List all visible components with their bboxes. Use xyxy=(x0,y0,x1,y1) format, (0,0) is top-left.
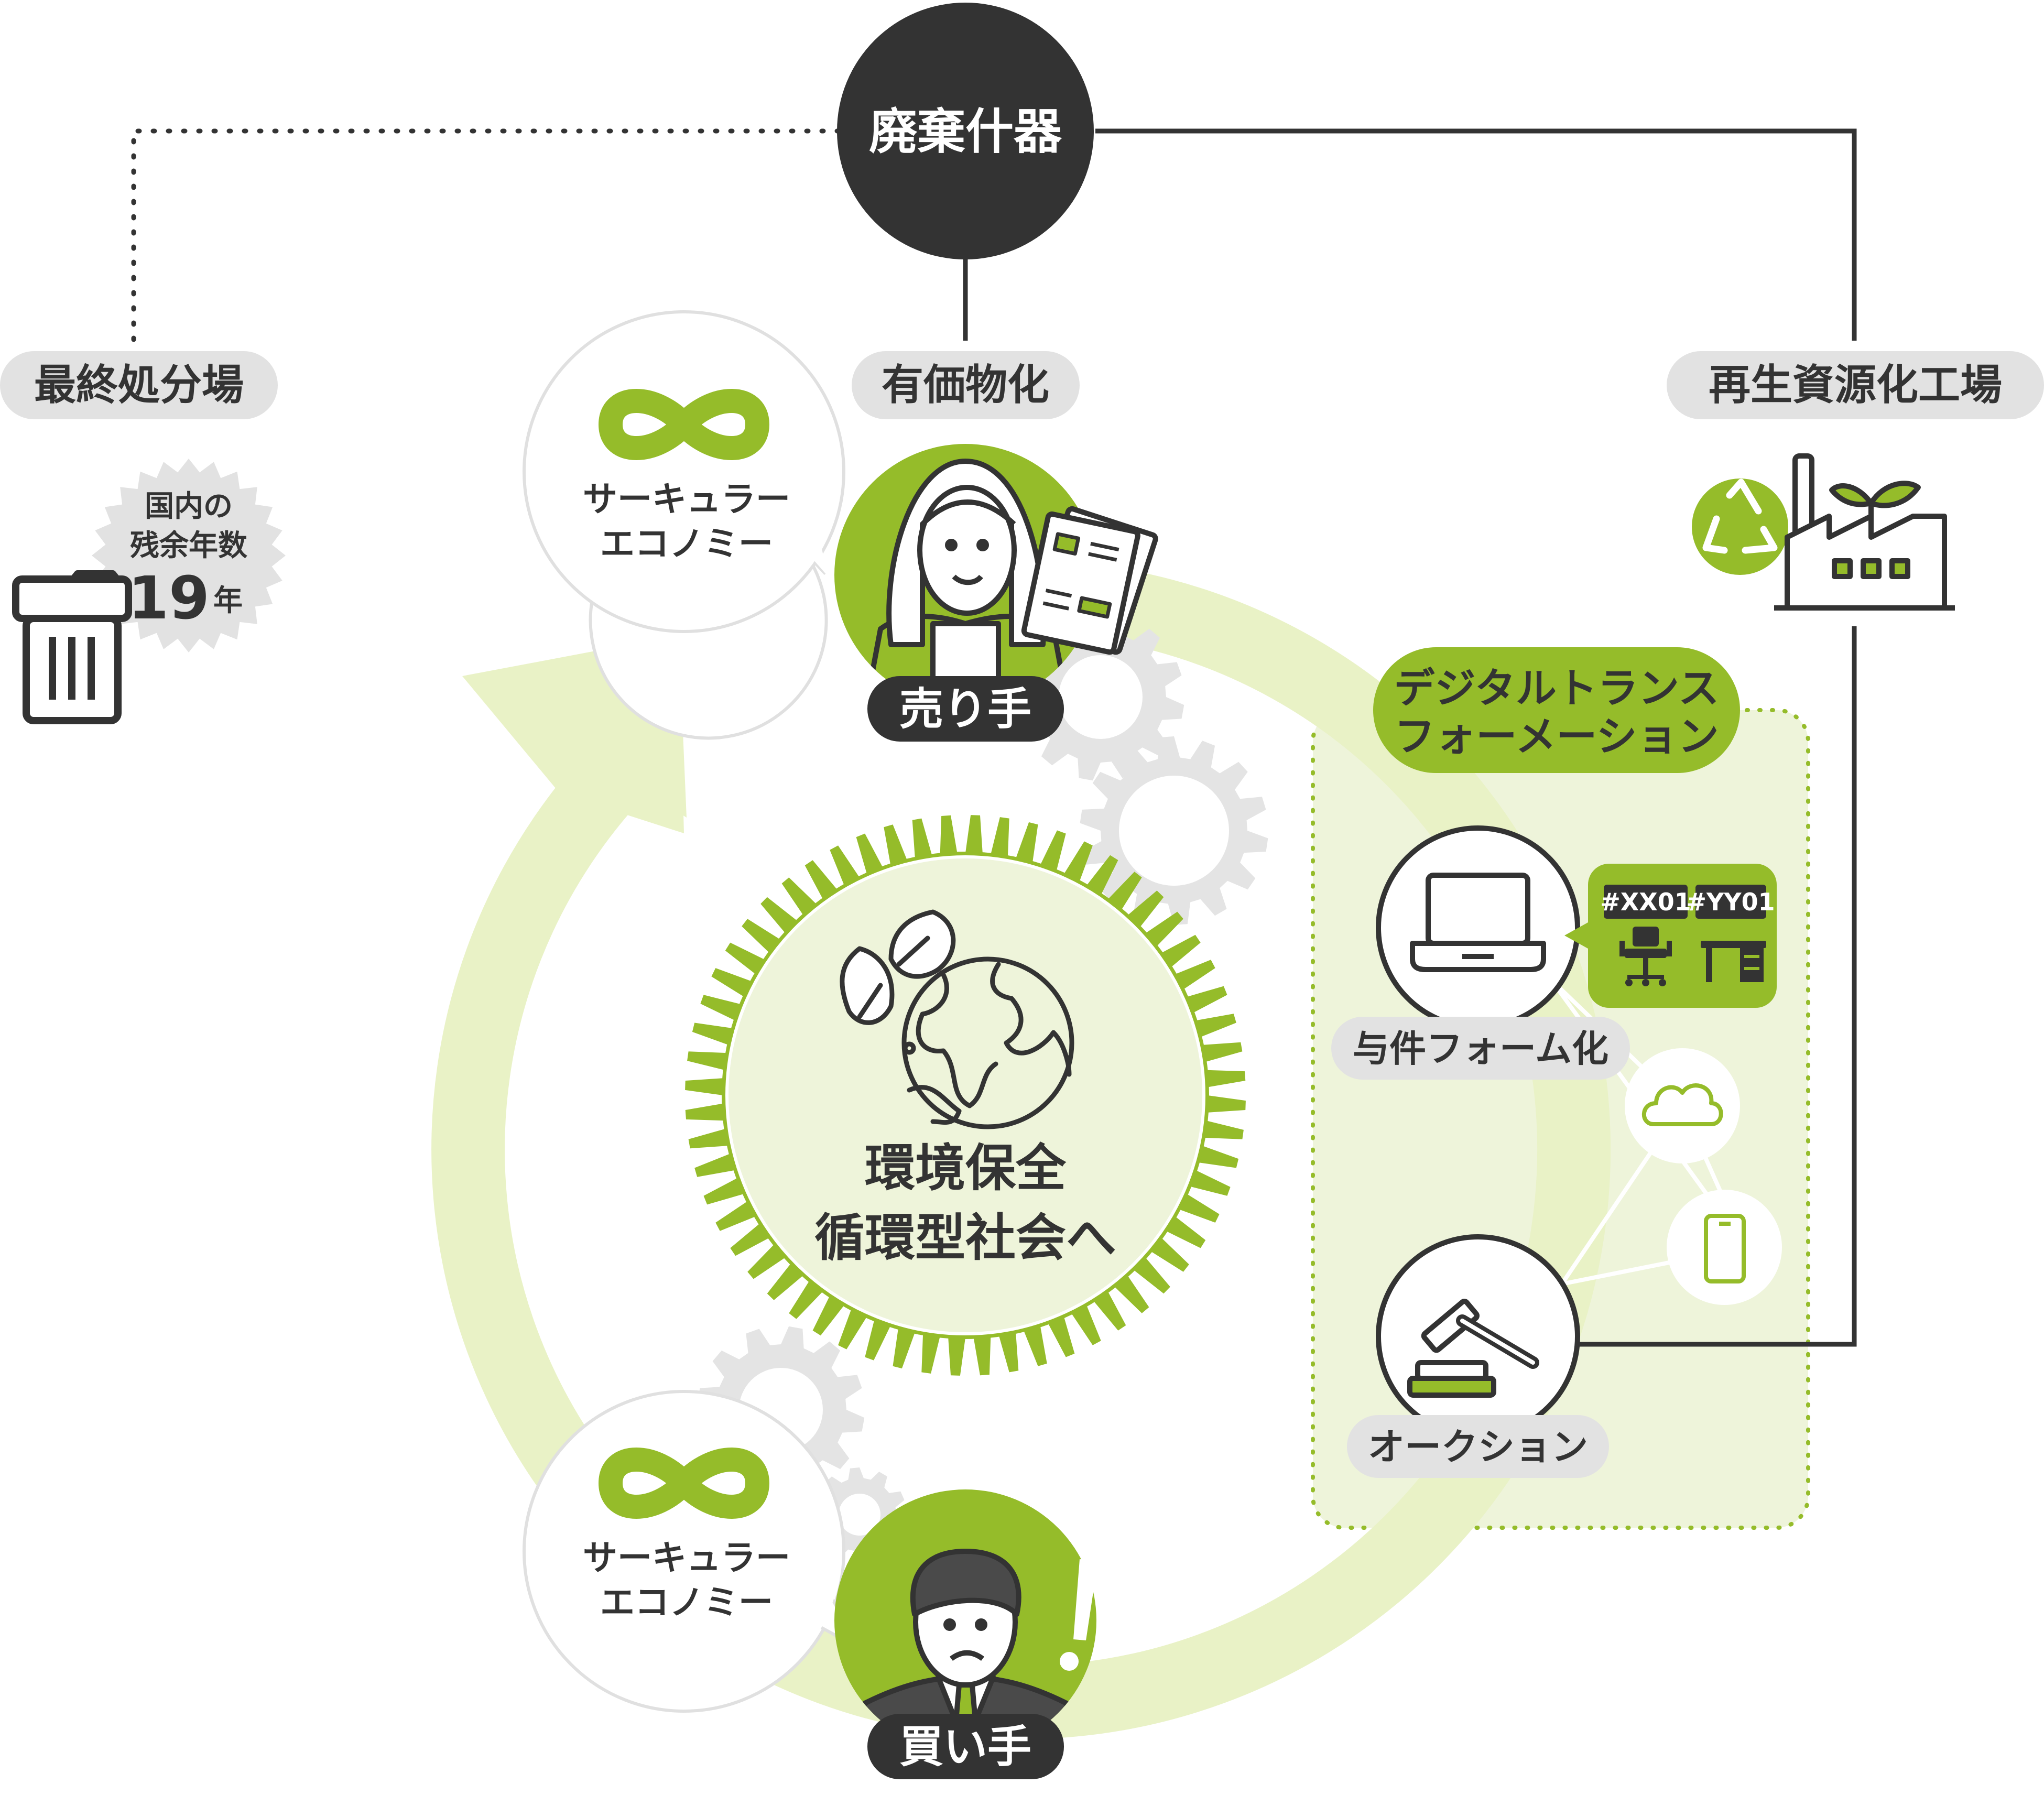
circular-bubble-bottom: サーキュラー エコノミー xyxy=(523,1390,861,1713)
landfill-line2: 残余年数 xyxy=(130,529,247,563)
pill-final-disposal xyxy=(0,351,278,419)
auction-label-pill xyxy=(1347,1415,1609,1478)
earth-leaf-icon xyxy=(840,909,1074,1129)
asset-tag-callout: #XX01 #YY01 xyxy=(1564,864,1777,1008)
center-line2: 循環型社会へ xyxy=(814,1209,1116,1267)
buyer-avatar: 買い手 xyxy=(834,1489,1098,1779)
factory-icon xyxy=(1774,453,1955,611)
recycling-plant-label: 再生資源化工場 xyxy=(1709,361,2002,409)
gear-icon xyxy=(1080,736,1268,925)
gear-hole xyxy=(1119,776,1229,886)
connector-recycling xyxy=(1095,128,1857,341)
pill-recycling-plant xyxy=(1667,351,2044,419)
bubble-top-line2: エコノミー xyxy=(600,524,773,564)
landfill-value: 19 xyxy=(128,564,210,633)
document-icon xyxy=(1021,506,1158,655)
landfill-unit: 年 xyxy=(213,584,243,618)
laptop-icon xyxy=(1410,873,1546,972)
circular-bubble-top: サーキュラー エコノミー xyxy=(523,310,845,740)
connector-auction-recycling xyxy=(1575,626,1857,1347)
dx-title-line1: デジタルトランス xyxy=(1394,665,1720,712)
exclamation-icon xyxy=(1060,1559,1098,1671)
trash-can-icon xyxy=(12,570,132,724)
pill-valorization xyxy=(852,351,1080,419)
tag-xx01: #XX01 xyxy=(1600,888,1691,916)
seller-label: 売り手 xyxy=(899,683,1031,735)
center-gear: 環境保全 循環型社会へ xyxy=(685,815,1246,1376)
cloud-icon xyxy=(1641,1083,1723,1126)
gear-hole xyxy=(1059,655,1143,739)
landfill-line1: 国内の xyxy=(145,489,233,524)
seller-avatar: 売り手 xyxy=(834,444,1158,742)
landfill-badge: 国内の 残余年数 19 年 xyxy=(92,459,286,652)
infinity-icon xyxy=(598,389,770,460)
auction-label: オークション xyxy=(1368,1426,1588,1468)
form-label: 与件フォーム化 xyxy=(1353,1027,1608,1070)
recycle-icon xyxy=(1692,478,1788,575)
form-label-pill xyxy=(1331,1017,1630,1080)
final-disposal-label: 最終処分場 xyxy=(34,361,244,409)
chair-icon xyxy=(1619,927,1672,986)
bubble-top-line1: サーキュラー xyxy=(583,479,790,519)
dotted-connector-disposal xyxy=(131,128,841,343)
desk-icon xyxy=(1701,941,1766,982)
valorization-label: 有価物化 xyxy=(882,361,1049,409)
cloud-node xyxy=(1625,1048,1740,1163)
laptop-node xyxy=(1376,825,1580,1030)
buyer-label: 買い手 xyxy=(899,1721,1031,1772)
gear-hole xyxy=(839,1494,880,1536)
top-node-label: 廃棄什器 xyxy=(869,104,1062,160)
bubble-bottom-line1: サーキュラー xyxy=(583,1538,790,1578)
smartphone-icon xyxy=(1704,1214,1746,1283)
bubble-bottom-line2: エコノミー xyxy=(600,1582,773,1623)
top-node-circle xyxy=(837,3,1094,259)
center-line1: 環境保全 xyxy=(865,1139,1067,1198)
smartphone-node xyxy=(1667,1190,1782,1305)
dx-title-line2: フォーメーション xyxy=(1394,713,1719,760)
dx-title-pill xyxy=(1373,647,1740,773)
infinity-icon xyxy=(598,1448,770,1519)
gavel-icon xyxy=(1407,1299,1539,1398)
tag-yy01: #YY01 xyxy=(1686,888,1775,916)
